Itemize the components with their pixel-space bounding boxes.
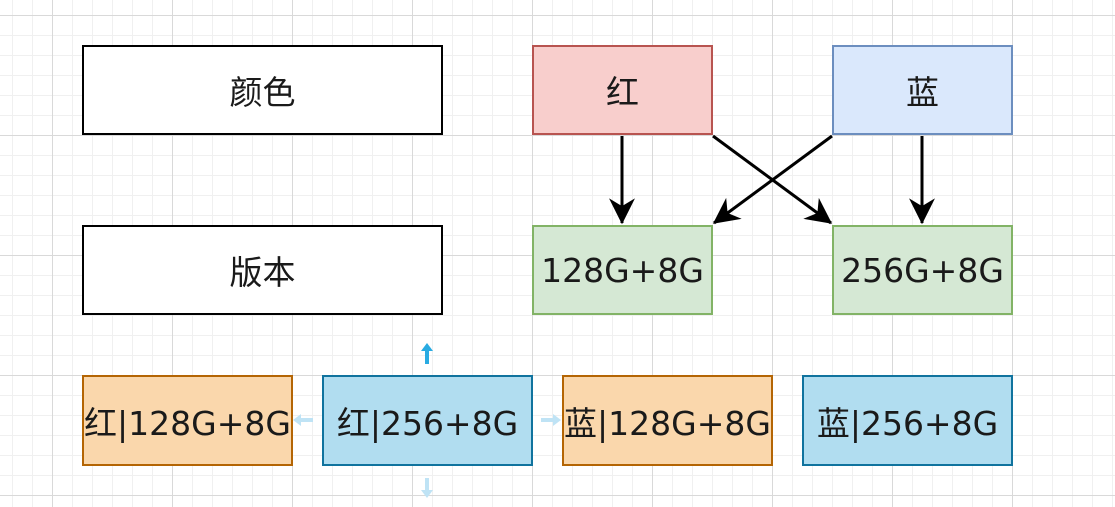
connect-hint-down-stem: [425, 478, 429, 490]
connect-hint-left-stem: [301, 418, 313, 422]
combo-red-128-node[interactable]: 红|128G+8G: [82, 375, 293, 466]
version-label-text: 版本: [229, 253, 296, 292]
combo-blue-256-text: 蓝|256+8G: [816, 403, 999, 443]
color-label-box[interactable]: 颜色: [82, 45, 443, 135]
connect-hint-up-stem: [425, 350, 429, 364]
combo-blue-128-text: 蓝|128G+8G: [564, 403, 771, 443]
edge-red-to-256[interactable]: [712, 134, 833, 225]
connect-left-arrow-icon[interactable]: [293, 414, 301, 426]
version-128-node[interactable]: 128G+8G: [532, 225, 713, 315]
connect-up-arrow-icon[interactable]: [421, 343, 433, 351]
combo-red-256-text: 红|256+8G: [336, 403, 519, 443]
combo-blue-128-node[interactable]: 蓝|128G+8G: [562, 375, 773, 466]
combo-red-128-text: 红|128G+8G: [84, 403, 291, 443]
version-256-text: 256G+8G: [841, 250, 1004, 290]
red-color-node[interactable]: 红: [532, 45, 713, 135]
combo-blue-256-node[interactable]: 蓝|256+8G: [802, 375, 1013, 466]
version-256-node[interactable]: 256G+8G: [832, 225, 1013, 315]
blue-color-text: 蓝: [906, 73, 939, 112]
red-color-text: 红: [606, 73, 639, 112]
edge-blue-to-128[interactable]: [712, 134, 833, 225]
version-128-text: 128G+8G: [541, 250, 704, 290]
combo-red-256-node[interactable]: 红|256+8G: [322, 375, 533, 466]
version-label-box[interactable]: 版本: [82, 225, 443, 315]
blue-color-node[interactable]: 蓝: [832, 45, 1013, 135]
connect-down-arrow-icon[interactable]: [421, 490, 433, 498]
connect-hint-right-stem: [541, 418, 553, 422]
connect-right-arrow-icon[interactable]: [553, 414, 561, 426]
color-label-text: 颜色: [229, 73, 296, 112]
